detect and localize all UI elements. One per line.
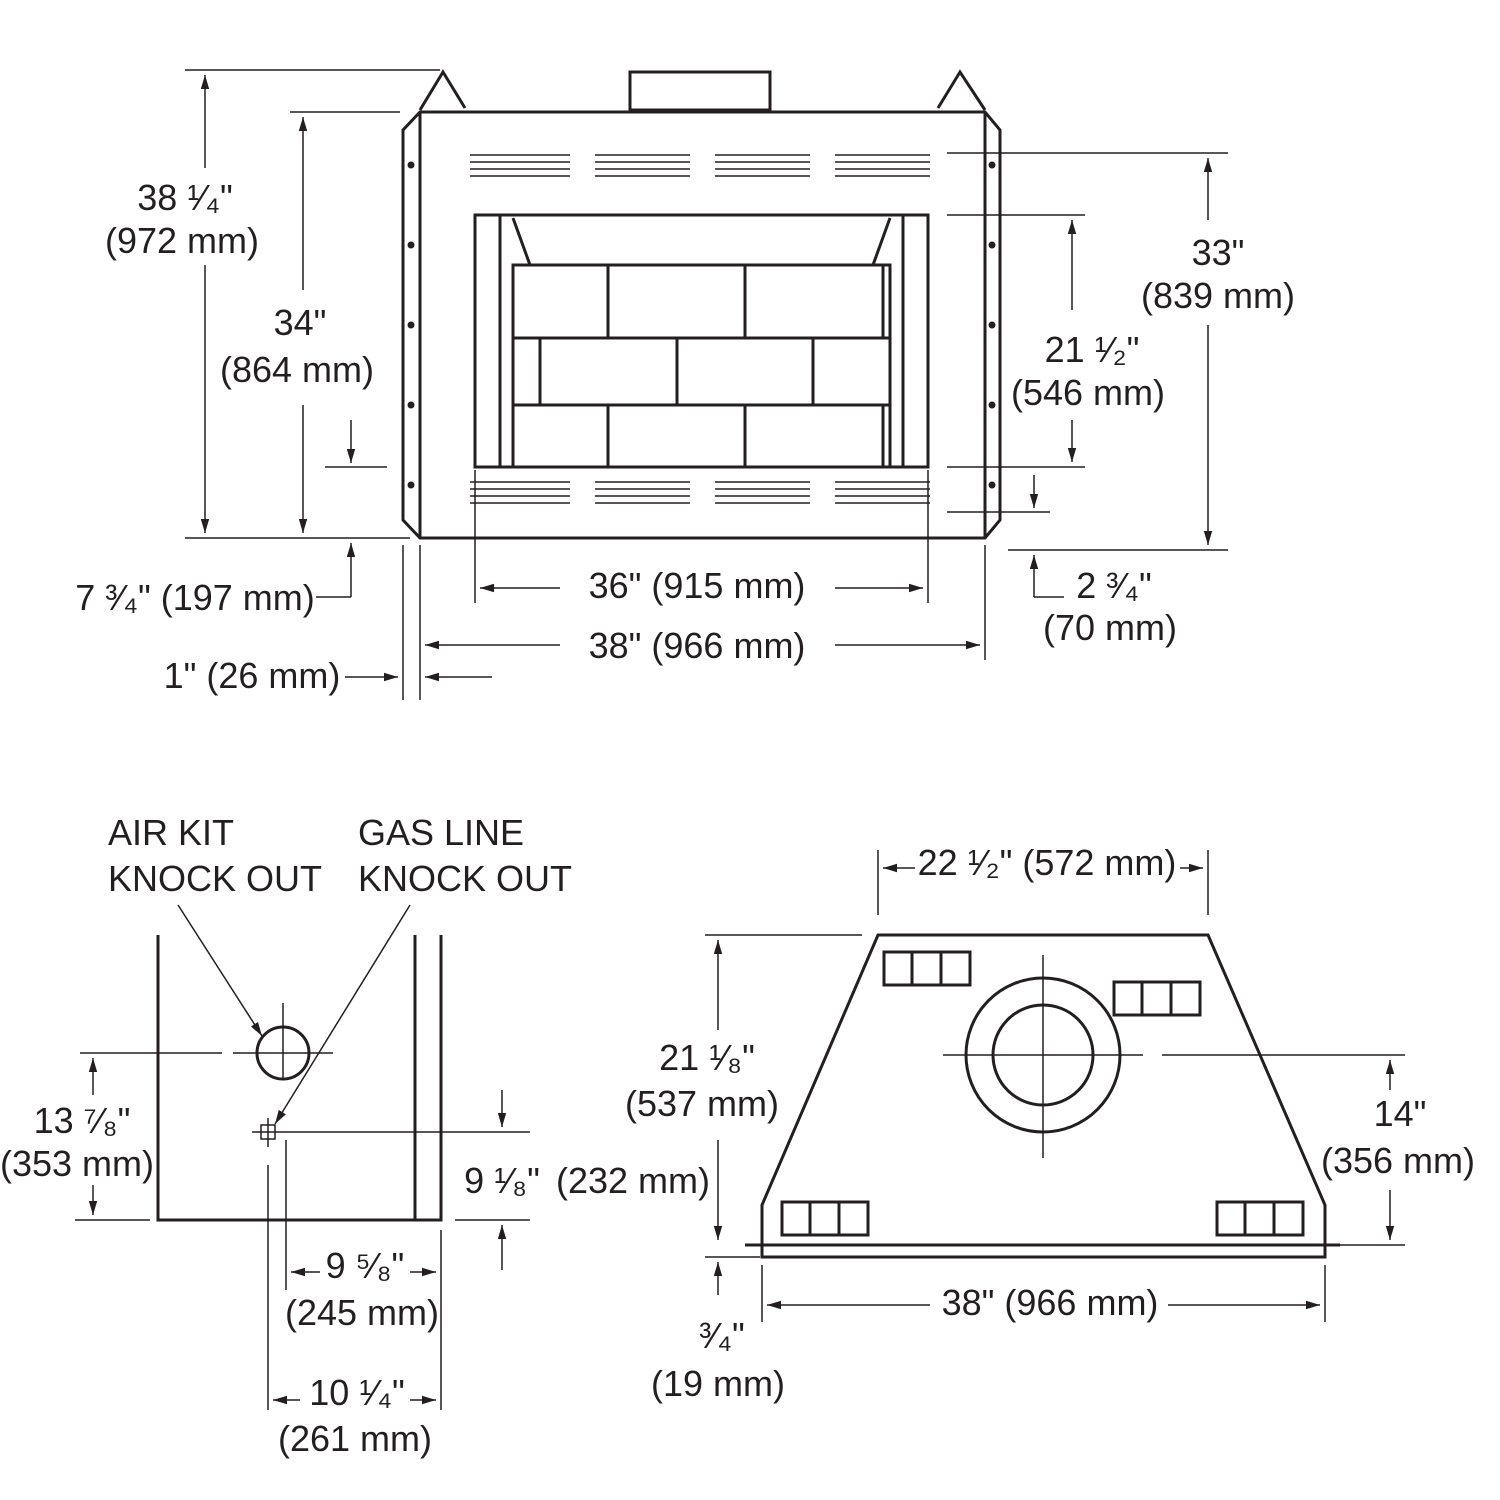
overall-width: 38" (966 mm): [589, 625, 806, 666]
flue-center-mm: (356 mm): [1321, 1140, 1475, 1181]
top-depth-in: 21 ¹⁄₈": [659, 1037, 755, 1078]
flue-center-in: 14": [1374, 1093, 1427, 1134]
screw: [988, 401, 996, 409]
screw: [988, 481, 996, 489]
side-offset: 1" (26 mm): [164, 655, 341, 696]
top-depth-mm: (537 mm): [625, 1083, 779, 1124]
base-offset-in: 2 ³⁄₄": [1076, 565, 1152, 606]
opening-height-mm: (546 mm): [1011, 372, 1165, 413]
front-width: 38" (966 mm): [942, 1282, 1159, 1323]
gas-depth-mm: (245 mm): [285, 1292, 439, 1333]
screw: [407, 321, 415, 329]
air-height-in: 13 ⁷⁄₈": [34, 1100, 131, 1141]
screws: [407, 161, 996, 489]
bottom-offset: 7 ³⁄₄" (197 mm): [75, 577, 315, 618]
louver-height-mm: (839 mm): [1141, 275, 1295, 316]
gas-depth-in: 9 ⁵⁄₈": [326, 1245, 405, 1286]
screw: [988, 241, 996, 249]
air-kit-label-2: KNOCK OUT: [108, 858, 322, 899]
top-view: 22 ¹⁄₂" (572 mm) 21 ¹⁄₈" (537 mm) 14" (3…: [625, 842, 1475, 1404]
screw: [407, 401, 415, 409]
frame-height-in: 34": [274, 302, 327, 343]
louver-height-in: 33": [1192, 232, 1245, 273]
air-height-mm: (353 mm): [0, 1143, 154, 1184]
gas-height-mm: (232 mm): [556, 1160, 710, 1201]
overall-height-in: 38 ¹⁄₄": [137, 177, 233, 218]
vent-block: [882, 950, 972, 987]
air-kit-label-1: AIR KIT: [108, 812, 234, 853]
overall-height-mm: (972 mm): [105, 220, 259, 261]
vent-block: [780, 1200, 870, 1237]
gas-line-label-2: KNOCK OUT: [358, 858, 572, 899]
opening-height-in: 21 ¹⁄₂": [1045, 329, 1140, 370]
screw: [407, 161, 415, 169]
gas-line-label-1: GAS LINE: [358, 812, 524, 853]
back-width: 22 ¹⁄₂" (572 mm): [918, 842, 1177, 883]
opening-width: 36" (915 mm): [589, 565, 806, 606]
depth-in: 10 ¹⁄₄": [309, 1372, 405, 1413]
screw: [407, 481, 415, 489]
lip-mm: (19 mm): [651, 1363, 785, 1404]
louvers: [470, 154, 930, 504]
front-view: 38 ¹⁄₄" (972 mm) 34" (864 mm) 33" (839 m…: [75, 69, 1295, 700]
vent-block: [1112, 980, 1202, 1017]
side-view: AIR KIT KNOCK OUT GAS LINE KNOCK OUT 13 …: [0, 812, 710, 1459]
screw: [988, 161, 996, 169]
base-offset-mm: (70 mm): [1043, 607, 1177, 648]
depth-mm: (261 mm): [278, 1418, 432, 1459]
lip-in: ³⁄₄": [699, 1315, 744, 1356]
gas-height-in: 9 ¹⁄₈": [464, 1160, 540, 1201]
vent-block: [1215, 1200, 1305, 1237]
screw: [988, 321, 996, 329]
screw: [407, 241, 415, 249]
frame-height-mm: (864 mm): [220, 349, 374, 390]
